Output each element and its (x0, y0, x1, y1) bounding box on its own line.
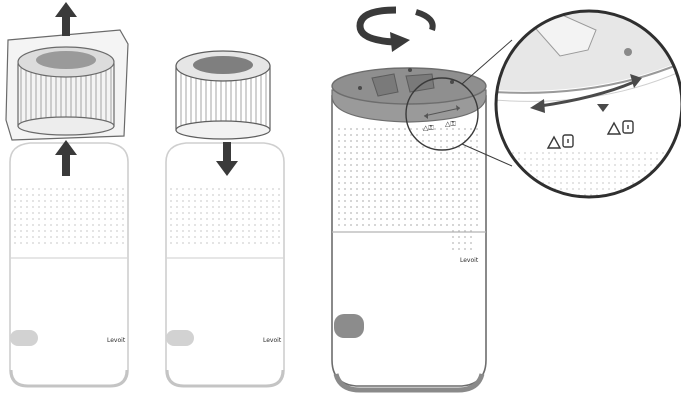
old-filter-in-bag (6, 30, 128, 140)
purifier-body-assembled: Levoit (332, 96, 486, 390)
brand-mark-1: Levoit (107, 337, 126, 344)
handle-recess-1 (10, 330, 38, 346)
step-2-insert-filter: Levoit (166, 51, 284, 386)
detail-callout-zoom (494, 8, 681, 200)
brand-mark-3: Levoit (460, 257, 479, 264)
top-cover (332, 68, 486, 122)
new-filter-cartridge (176, 51, 270, 139)
small-unlock-icon: △⚿ (423, 124, 434, 132)
rotate-clockwise-icon (360, 10, 433, 52)
purifier-body-faded-1: Levoit (10, 143, 128, 386)
purifier-body-faded-2: Levoit (166, 143, 284, 386)
step-1-remove-filter: Levoit (6, 2, 128, 386)
step-3-lock-cover: Levoit △⚿ △⚿ (332, 10, 512, 390)
arrow-up-upper-icon (55, 2, 77, 36)
handle-recess-2 (166, 330, 194, 346)
small-lock-icon: △⚿ (445, 120, 456, 128)
brand-mark-2: Levoit (263, 337, 282, 344)
handle-recess-3 (334, 314, 364, 338)
